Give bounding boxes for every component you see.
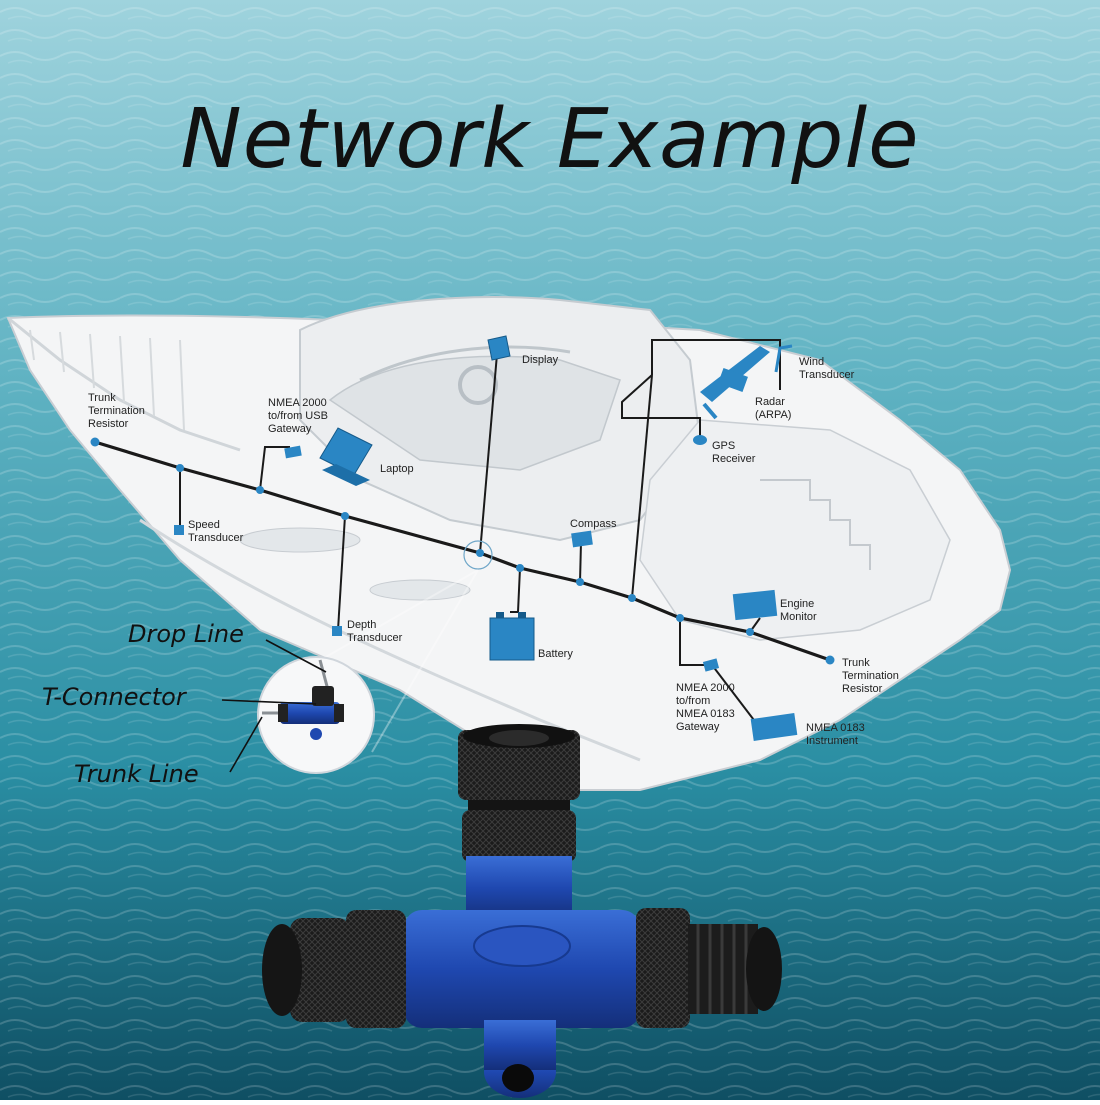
wind-transducer-icon — [774, 344, 793, 373]
engine-monitor-icon — [732, 589, 778, 621]
drop-line-callout: Drop Line — [128, 620, 244, 648]
magnifier-inset — [257, 569, 479, 774]
page-title: Network Example — [180, 92, 920, 187]
display-icon — [487, 335, 511, 361]
boat-illustration — [6, 296, 1012, 791]
gps-receiver-icon — [693, 435, 707, 445]
radar-label: Radar(ARPA) — [755, 396, 792, 421]
nmea0183-instrument-icon — [750, 713, 798, 741]
radar-icon — [700, 346, 770, 420]
t-connector-photo — [262, 724, 782, 1098]
usb-gateway-icon — [284, 445, 302, 459]
battery-icon — [489, 612, 535, 661]
battery-label: Battery — [538, 648, 573, 660]
speed-transducer-icon — [174, 525, 184, 535]
compass-icon — [571, 530, 593, 548]
depth-transducer-icon — [332, 626, 342, 636]
laptop-label: Laptop — [380, 463, 414, 475]
trunk-line-callout: Trunk Line — [74, 760, 199, 788]
t-connector-callout: T-Connector — [42, 683, 186, 711]
nmea0183-gateway-icon — [702, 658, 720, 672]
display-label: Display — [522, 354, 559, 366]
laptop-icon — [319, 427, 373, 486]
compass-label: Compass — [570, 518, 617, 530]
